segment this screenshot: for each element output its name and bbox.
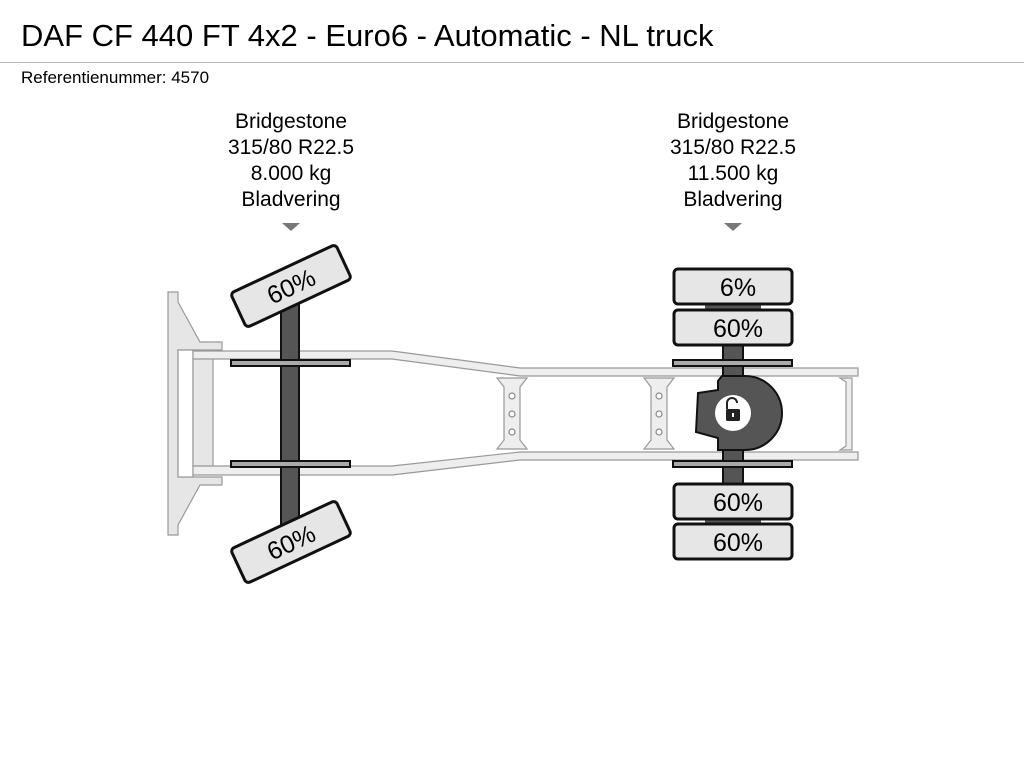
tyre-size: 315/80 R22.5 [227, 136, 355, 159]
tyre-brand: Bridgestone [234, 110, 348, 133]
tyre-tread: 60% [713, 529, 763, 557]
axle-load: 11.500 kg [687, 162, 779, 185]
front-axle-beam [280, 299, 300, 526]
tyre-tread: 60% [713, 489, 763, 517]
axle-load: 8.000 kg [250, 162, 332, 185]
chassis-frame [192, 350, 859, 476]
tyre-tread: 60% [713, 315, 763, 343]
page-title: DAF CF 440 FT 4x2 - Euro6 - Automatic - … [21, 18, 714, 53]
front-leaf-springs [230, 359, 351, 468]
front-bumper [167, 291, 223, 536]
divider [0, 62, 1024, 63]
tyre-tread: 6% [720, 274, 756, 302]
crossmember-holes [508, 392, 663, 436]
rear-right-inner-tyre: 60% [672, 482, 794, 521]
rear-leaf-springs [672, 359, 793, 468]
tyre-size: 315/80 R22.5 [669, 136, 797, 159]
suspension: Bladvering [241, 188, 341, 211]
suspension: Bladvering [683, 188, 783, 211]
rear-axle-info: Bridgestone 315/80 R22.5 11.500 kg Bladv… [613, 109, 853, 213]
front-axle-marker-icon [282, 223, 300, 231]
rear-right-outer-tyre: 60% [672, 522, 794, 561]
twin-tyre-connectors [705, 303, 761, 525]
tyre-brand: Bridgestone [676, 110, 790, 133]
rear-axle-marker-icon [724, 223, 742, 231]
rear-left-outer-tyre: 6% [672, 267, 794, 306]
rear-left-inner-tyre: 60% [672, 308, 794, 347]
lock-open-icon [715, 395, 751, 431]
reference-number: Referentienummer: 4570 [21, 68, 210, 87]
front-axle-info: Bridgestone 315/80 R22.5 8.000 kg Bladve… [171, 109, 411, 213]
